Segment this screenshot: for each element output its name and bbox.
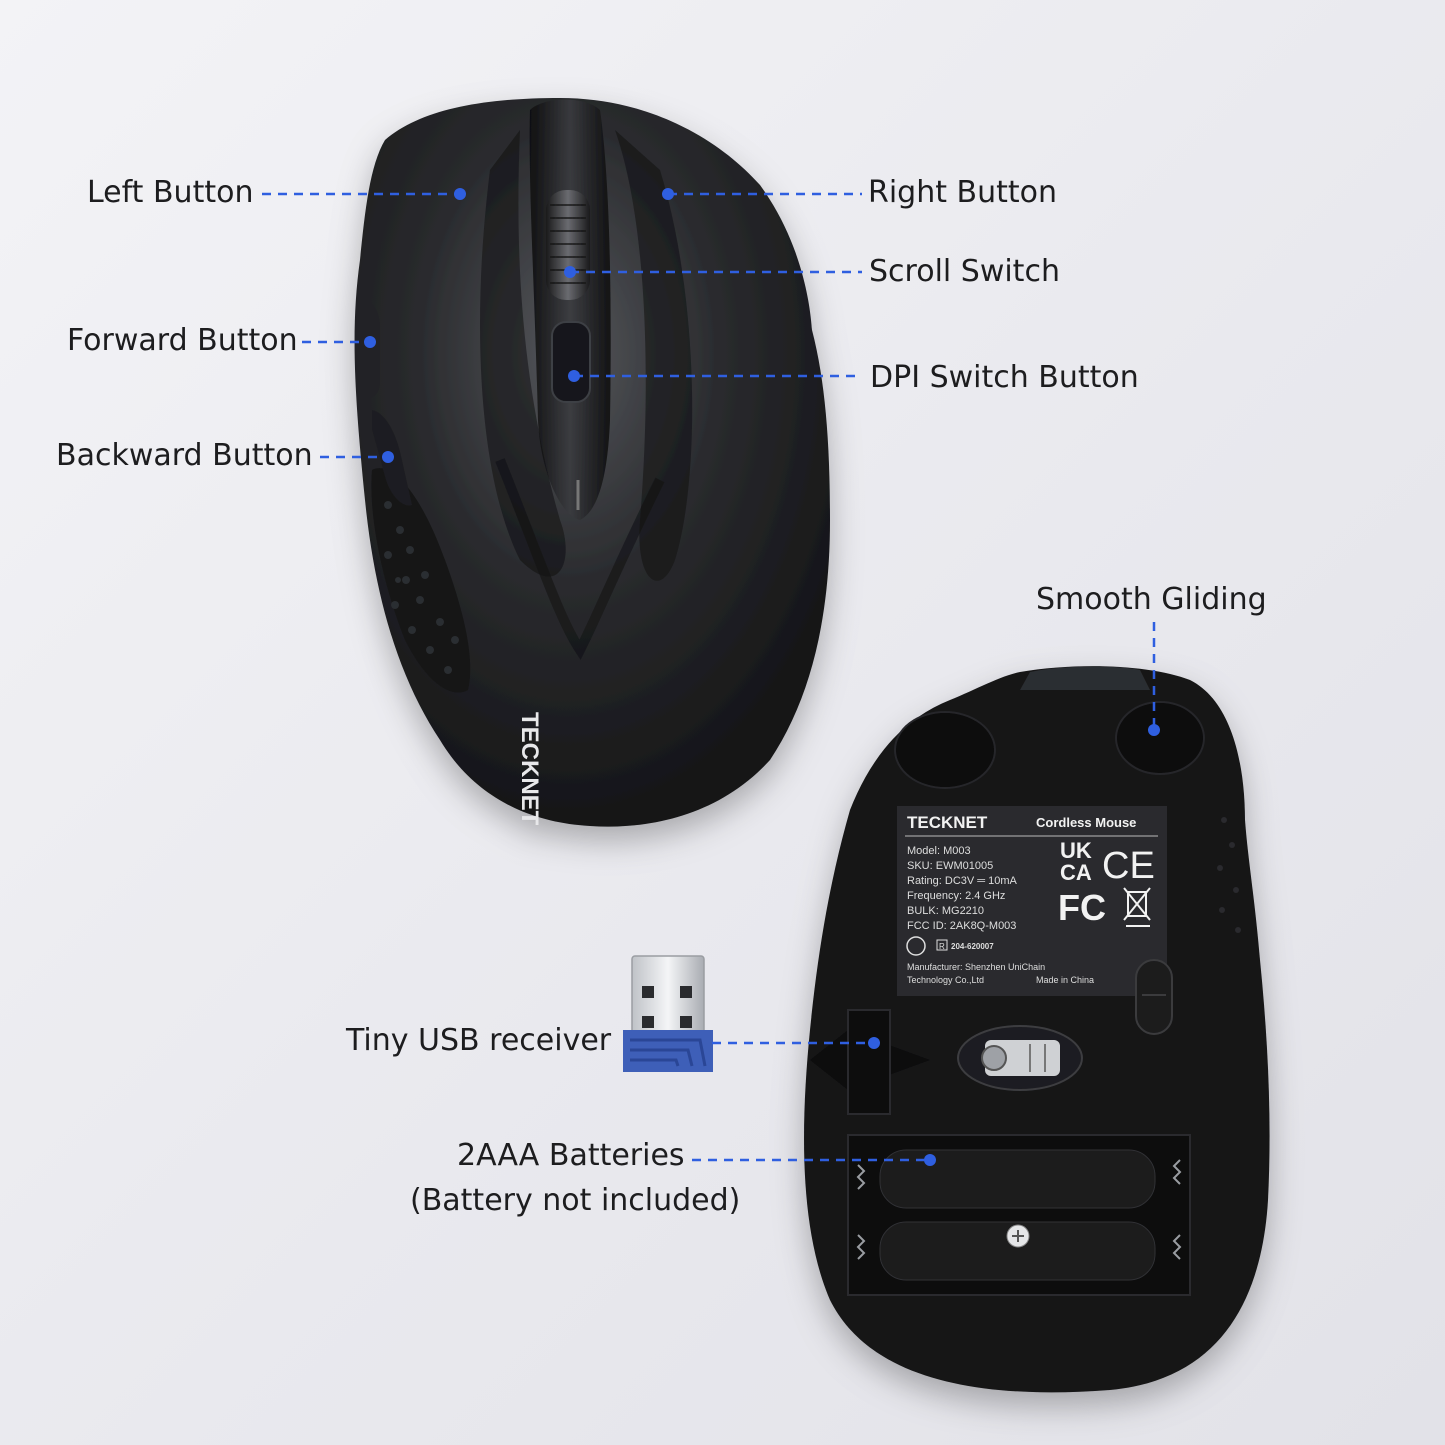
svg-text:R: R	[939, 942, 945, 951]
product-label	[897, 806, 1167, 996]
battery-note-label: (Battery not included)	[410, 1183, 741, 1218]
telec-mark-icon	[906, 936, 926, 956]
label-made-in: Made in China	[1036, 975, 1094, 985]
forward-button-label: Forward Button	[67, 323, 298, 358]
weee-bin-icon	[1123, 887, 1151, 927]
fc-mark: FC	[1058, 887, 1106, 928]
mouse-side-grip	[371, 468, 471, 693]
label-telec: 204-620007	[951, 942, 994, 951]
right-ridge	[615, 130, 693, 581]
usb-receiver-label: Tiny USB receiver	[346, 1023, 612, 1058]
label-sku: SKU: EWM01005	[907, 860, 993, 872]
ce-mark: CE	[1102, 845, 1155, 887]
dpi-button	[551, 321, 591, 403]
dpi-switch-button-label: DPI Switch Button	[870, 360, 1139, 395]
label-fcc-id: FCC ID: 2AK8Q-M003	[907, 920, 1016, 932]
label-bulk: BULK: MG2210	[907, 905, 984, 917]
right-button-label: Right Button	[868, 175, 1058, 210]
mouse-top-view: TECKNET	[354, 98, 830, 827]
label-rating: Rating: DC3V ═ 10mA	[907, 875, 1018, 887]
callout-dots	[364, 188, 1160, 1166]
batteries-label: 2AAA Batteries	[457, 1138, 685, 1173]
grip-dots	[384, 501, 459, 674]
glide-foot-right	[1115, 701, 1205, 775]
backward-button-label: Backward Button	[56, 438, 313, 473]
smooth-gliding-label: Smooth Gliding	[1036, 582, 1267, 617]
label-manufacturer-2: Technology Co.,Ltd	[907, 975, 984, 985]
label-frequency: Frequency: 2.4 GHz	[907, 890, 1005, 902]
battery-slot-2	[879, 1221, 1156, 1281]
ukca-mark-bottom: CA	[1060, 860, 1092, 885]
mouse-bottom-view: TECKNET Cordless Mouse Model: M003 SKU: …	[804, 666, 1270, 1393]
power-switch	[1135, 959, 1173, 1035]
glide-foot-left	[894, 711, 996, 789]
label-manufacturer-1: Manufacturer: Shenzhen UniChain	[907, 962, 1045, 972]
scroll-switch-label: Scroll Switch	[869, 254, 1060, 289]
forward-side-button	[362, 300, 380, 399]
usb-receiver	[623, 955, 713, 1072]
left-button-label: Left Button	[87, 175, 254, 210]
battery-slot-1	[879, 1149, 1156, 1209]
ukca-mark-top: UK	[1060, 838, 1092, 863]
callout-lines	[262, 192, 1156, 1162]
label-model: Model: M003	[907, 845, 971, 857]
label-brand: TECKNET	[907, 813, 988, 832]
label-product: Cordless Mouse	[1036, 815, 1136, 830]
mouse-brand-logo: TECKNET	[516, 712, 543, 826]
